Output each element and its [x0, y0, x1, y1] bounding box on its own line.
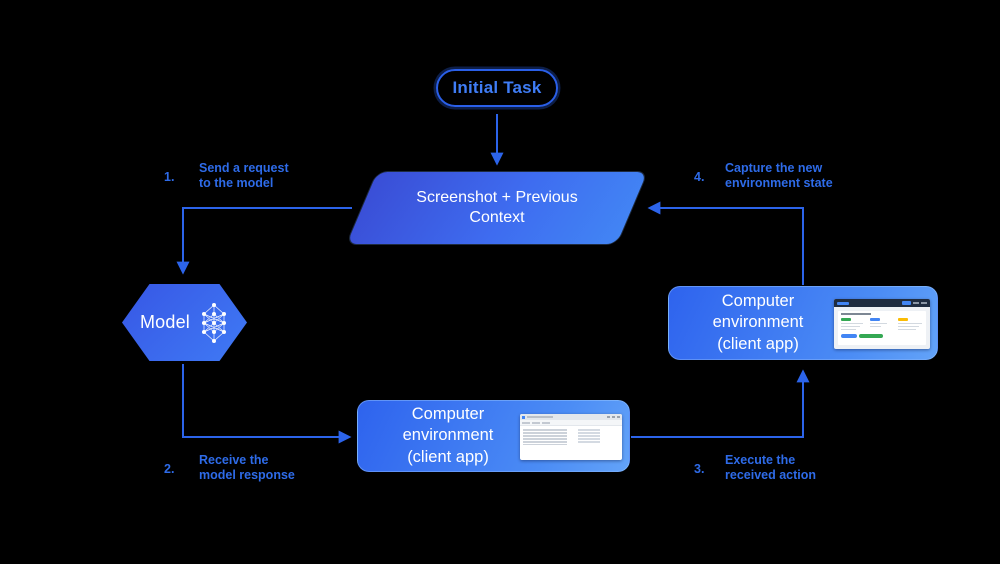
mini-window-toolbar [520, 420, 622, 426]
computer-environment-bottom-label-wrap: Computer environment (client app) [368, 401, 528, 471]
screenshot-context-label-wrap: Screenshot + Previous Context [382, 172, 612, 244]
model-label: Model [139, 312, 191, 332]
connector-env-to-context [647, 201, 804, 285]
mini-webapp-nav-actions [902, 301, 927, 305]
mini-window-table [523, 429, 567, 445]
mini-desktop-screenshot [520, 414, 622, 460]
connector-env-to-env [631, 369, 810, 438]
step-4-number: 4. [694, 170, 705, 184]
computer-environment-bottom-node: Computer environment (client app) [357, 400, 630, 472]
mini-window-titlebar [520, 414, 622, 420]
neural-network-icon [202, 302, 227, 343]
computer-environment-right-node: Computer environment (client app) [668, 286, 938, 360]
computer-environment-right-sublabel: (client app) [717, 334, 799, 353]
mini-window-title [527, 416, 553, 418]
mini-webapp-card [838, 311, 926, 345]
initial-task-label: Initial Task [452, 78, 542, 97]
model-node: Model [122, 284, 247, 361]
step-3-number: 3. [694, 462, 705, 476]
initial-task-node: Initial Task [436, 69, 558, 107]
mini-webapp-logo [837, 301, 849, 305]
mini-webapp-screenshot [834, 299, 930, 349]
mini-app-icon [522, 415, 525, 419]
computer-environment-bottom-sublabel: (client app) [407, 447, 489, 466]
computer-environment-right-label-wrap: Computer environment (client app) [679, 287, 837, 359]
mini-webapp-buttons [841, 334, 883, 338]
computer-environment-bottom-label: Computer environment [402, 404, 494, 445]
connector-model-to-env [182, 364, 352, 444]
step-1-number: 1. [164, 170, 175, 184]
mini-webapp-columns [841, 318, 923, 332]
step-3-text: Execute the received action [725, 453, 817, 482]
mini-window-table-column [578, 429, 600, 443]
step-2-text: Receive the model response [199, 453, 295, 482]
step-1-text: Send a request to the model [199, 161, 289, 190]
mini-webapp-card-title [841, 313, 871, 315]
mini-webapp-navbar [834, 299, 930, 307]
mini-window-controls [607, 416, 620, 418]
connector-context-to-model [176, 207, 352, 275]
step-4-text: Capture the new environment state [725, 161, 833, 190]
screenshot-context-label: Screenshot + Previous Context [416, 189, 578, 226]
computer-environment-right-label: Computer environment [712, 291, 804, 332]
step-2-number: 2. [164, 462, 175, 476]
